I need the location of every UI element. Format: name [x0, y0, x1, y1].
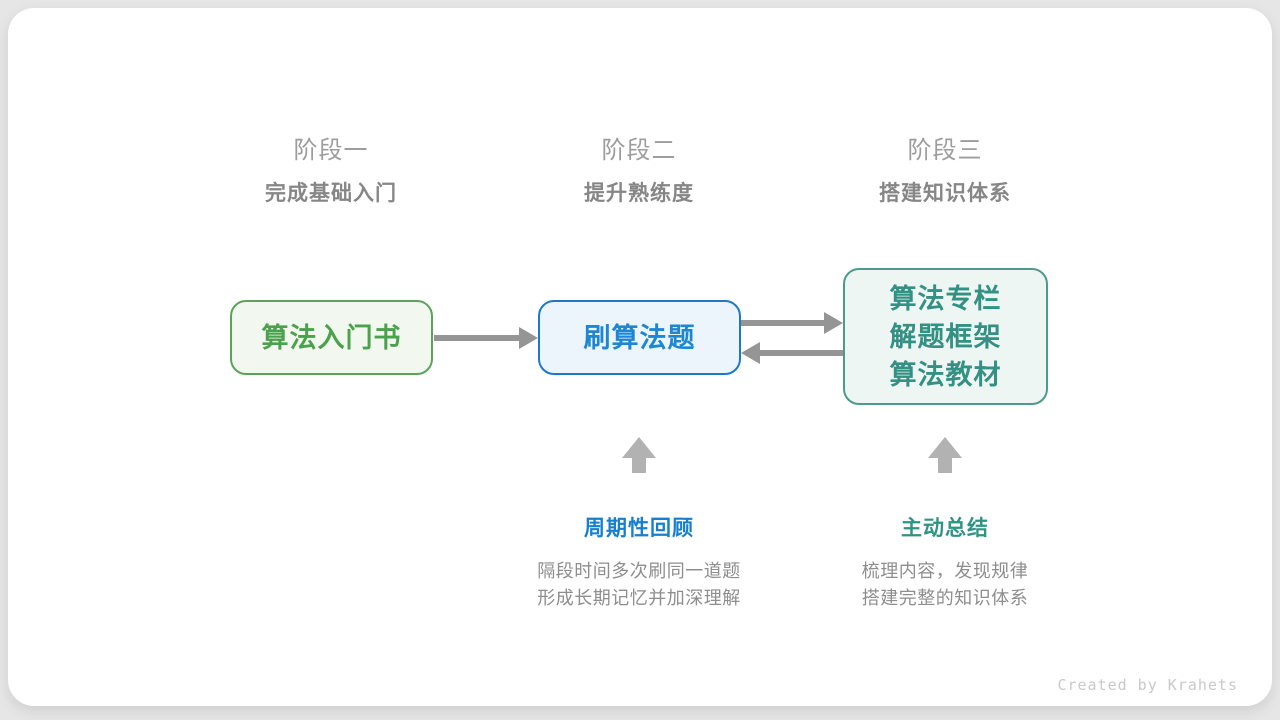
node-resource-line-1: 算法专栏	[889, 283, 1002, 314]
arrow-head	[928, 437, 962, 458]
desc-line: 隔段时间多次刷同一道题	[537, 561, 741, 581]
annotation-periodic-review-desc: 隔段时间多次刷同一道题 形成长期记忆并加深理解	[479, 558, 799, 612]
arrow-right-icon	[741, 311, 843, 335]
node-intro-book: 算法入门书	[230, 300, 433, 375]
credit-text: Created by Krahets	[1057, 676, 1238, 694]
node-practice-problems-label: 刷算法题	[583, 322, 696, 353]
stage1-label: 阶段一	[293, 137, 369, 164]
node-intro-book-label: 算法入门书	[261, 322, 402, 353]
stage2-subtitle: 提升熟练度	[584, 182, 694, 205]
node-knowledge-resources: 算法专栏 解题框架 算法教材	[843, 268, 1048, 405]
stage3-subtitle: 搭建知识体系	[879, 182, 1011, 205]
stage2-label: 阶段二	[601, 137, 677, 164]
annotation-periodic-review-title: 周期性回顾	[584, 517, 694, 540]
desc-line: 形成长期记忆并加深理解	[537, 588, 741, 608]
stage3-label: 阶段三	[907, 137, 983, 164]
arrow-stem	[632, 458, 646, 473]
arrow-head	[824, 312, 843, 334]
desc-line: 梳理内容，发现规律	[861, 561, 1029, 581]
stage1-subtitle: 完成基础入门	[265, 182, 397, 205]
node-practice-problems: 刷算法题	[538, 300, 741, 375]
arrow-up-icon	[928, 437, 962, 473]
annotation-active-summary-title: 主动总结	[901, 517, 989, 540]
arrow-left-icon	[741, 341, 843, 365]
arrow-stem	[938, 458, 952, 473]
arrow-stem	[434, 335, 523, 341]
arrow-up-icon	[622, 437, 656, 473]
arrow-stem	[756, 350, 843, 356]
node-resource-line-2: 解题框架	[889, 321, 1002, 352]
desc-line: 搭建完整的知识体系	[861, 588, 1029, 608]
arrow-head	[519, 327, 538, 349]
annotation-active-summary-desc: 梳理内容，发现规律 搭建完整的知识体系	[785, 558, 1105, 612]
arrow-head	[741, 342, 760, 364]
node-resource-line-3: 算法教材	[889, 359, 1002, 390]
arrow-head	[622, 437, 656, 458]
arrow-right-icon	[434, 326, 538, 350]
arrow-stem	[741, 320, 828, 326]
